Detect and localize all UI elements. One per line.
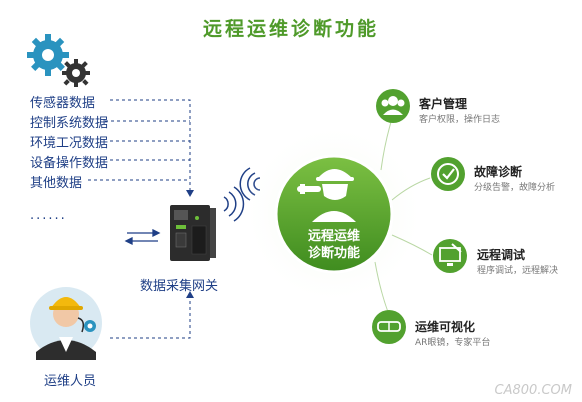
gear-icon xyxy=(62,59,90,87)
feature-customer-management: 客户管理 客户权限，操作日志 xyxy=(419,95,500,125)
page-title: 远程运维诊断功能 xyxy=(202,18,379,40)
data-connector xyxy=(88,99,191,190)
data-source-item: 控制系统数据 xyxy=(30,116,109,131)
person-label: 运维人员 xyxy=(44,374,97,389)
data-source-item: 其他数据 xyxy=(30,176,83,191)
center-label: 远程运维 诊断功能 xyxy=(294,228,374,262)
watermark: CA800.COM xyxy=(494,383,572,398)
data-source-item: 传感器数据 xyxy=(30,96,96,111)
feature-title: 客户管理 xyxy=(419,97,468,111)
feature-title: 远程调试 xyxy=(477,248,526,262)
arrow-up-icon xyxy=(186,291,194,298)
person-connector xyxy=(110,296,191,339)
ar-worker-icon xyxy=(297,169,356,222)
feature-title: 故障诊断 xyxy=(474,165,523,179)
wireless-icon xyxy=(223,186,245,222)
center-label-line: 诊断功能 xyxy=(307,246,360,261)
users-icon xyxy=(376,89,410,123)
bidirectional-arrows-icon xyxy=(124,228,161,246)
maintenance-person-icon xyxy=(30,287,102,360)
data-source-list: 传感器数据 控制系统数据 环境工况数据 设备操作数据 其他数据 xyxy=(30,94,108,194)
feature-title: 运维可视化 xyxy=(415,320,476,334)
feature-connectors xyxy=(374,111,433,313)
feature-remote-debugging: 远程调试 程序调试，远程解决 xyxy=(477,246,558,276)
gateway-device-icon xyxy=(170,205,216,261)
arrow-down-icon xyxy=(186,190,194,197)
feature-ops-visualization: 运维可视化 AR眼镜，专家平台 xyxy=(415,318,490,348)
gateway-label: 数据采集网关 xyxy=(140,279,219,294)
feature-subtitle: 分级告警，故障分析 xyxy=(474,183,556,193)
feature-subtitle: AR眼镜，专家平台 xyxy=(415,338,491,348)
check-clock-icon xyxy=(431,157,465,191)
center-label-line: 远程运维 xyxy=(307,229,360,244)
data-source-item: 设备操作数据 xyxy=(30,156,109,171)
feature-subtitle: 客户权限，操作日志 xyxy=(419,115,501,125)
gear-icon xyxy=(27,34,69,76)
monitor-tools-icon xyxy=(433,239,467,273)
feature-fault-diagnosis: 故障诊断 分级告警，故障分析 xyxy=(474,163,555,193)
ellipsis: ...... xyxy=(30,208,67,223)
ar-glasses-icon xyxy=(372,310,406,344)
feature-subtitle: 程序调试，远程解决 xyxy=(477,266,559,276)
data-source-item: 环境工况数据 xyxy=(30,136,109,151)
